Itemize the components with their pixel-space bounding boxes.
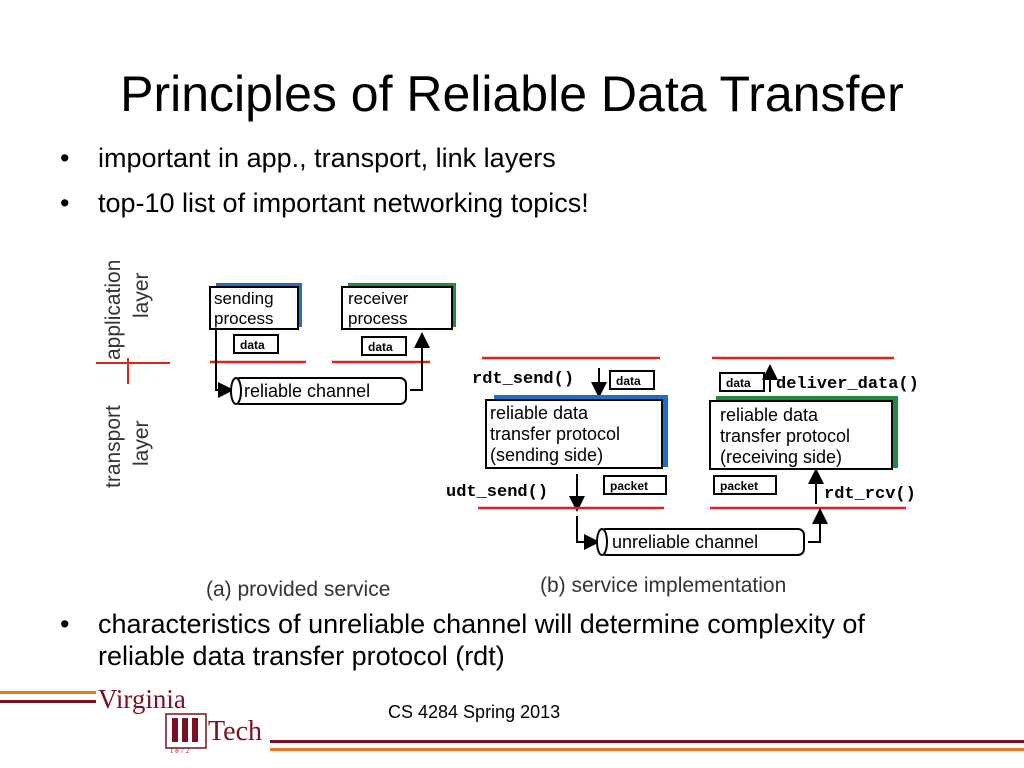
arrow-to-unreliable-channel bbox=[576, 516, 600, 550]
reliable-channel-pipe-end bbox=[230, 377, 242, 405]
data-tag-recv bbox=[719, 372, 765, 392]
bullet-text: characteristics of unreliable channel wi… bbox=[98, 609, 865, 671]
reliable-channel-label: reliable channel bbox=[244, 381, 370, 401]
data-tag-right-label: data bbox=[368, 340, 393, 354]
bullet-dot: • bbox=[60, 143, 70, 173]
logo-mark-bar bbox=[182, 718, 188, 742]
logo-word-virginia: Virginia bbox=[98, 684, 186, 714]
transport-layer-label-line2: layer bbox=[130, 420, 153, 466]
arrow-sending-down bbox=[215, 330, 234, 398]
arrow-receiver-up bbox=[410, 332, 430, 391]
bullet-dot: • bbox=[60, 188, 70, 218]
application-layer-label-line1: application bbox=[102, 260, 125, 360]
caption-a: (a) provided service bbox=[206, 578, 390, 601]
layer-labels: application layer transport layer bbox=[102, 260, 153, 488]
footer-course-label: CS 4284 Spring 2013 bbox=[388, 702, 561, 722]
panel-b: rdt_send() data data deliver_data() reli… bbox=[446, 356, 919, 597]
receiver-process-label-line2: process bbox=[348, 309, 408, 328]
top-bullet-list: • important in app., transport, link laye… bbox=[58, 142, 589, 232]
rdt-diagram: application layer transport layer sendin… bbox=[96, 260, 919, 601]
bullet-item: • characteristics of unreliable channel w… bbox=[58, 608, 938, 672]
logo-word-tech: Tech bbox=[208, 716, 262, 747]
sender-protocol-line2: transfer protocol bbox=[490, 424, 620, 444]
virginia-tech-logo: Virginia 1 8 7 2 Tech bbox=[98, 684, 262, 755]
data-tag-send-label: data bbox=[616, 374, 641, 388]
receiver-protocol-line3: (receiving side) bbox=[720, 447, 842, 467]
packet-tag-recv bbox=[713, 475, 777, 495]
receiver-protocol-box bbox=[709, 400, 893, 470]
packet-tag-send-label: packet bbox=[610, 479, 648, 493]
logo-mark-bar bbox=[172, 718, 178, 742]
receiver-process-box bbox=[341, 286, 453, 330]
caption-b: (b) service implementation bbox=[540, 574, 786, 597]
slide-title: Principles of Reliable Data Transfer bbox=[120, 66, 904, 122]
sending-process-label-line2: process bbox=[214, 309, 274, 328]
data-tag-recv-label: data bbox=[726, 376, 751, 390]
footer-rule-orange-right bbox=[270, 748, 1024, 751]
data-tag-send bbox=[609, 370, 655, 390]
receiver-protocol-line2: transfer protocol bbox=[720, 426, 850, 446]
rdt-rcv-label: rdt_rcv() bbox=[824, 485, 916, 504]
unreliable-channel-pipe-end bbox=[596, 528, 608, 556]
footer-rule-maroon-right bbox=[270, 740, 1024, 743]
data-tag-left-label: data bbox=[240, 338, 265, 352]
arrow-from-unreliable-channel bbox=[808, 508, 828, 543]
transport-layer-label-line1: transport bbox=[102, 405, 125, 488]
bullet-text: top-10 list of important networking topi… bbox=[98, 188, 589, 218]
unreliable-channel-label: unreliable channel bbox=[612, 532, 758, 552]
panel-a: sending process receiver process data da… bbox=[206, 283, 456, 601]
data-tag-left bbox=[233, 334, 279, 354]
logo-year: 1 8 7 2 bbox=[170, 747, 190, 755]
rdt-send-label: rdt_send() bbox=[472, 370, 574, 389]
data-tag-right bbox=[361, 336, 407, 356]
bullet-dot: • bbox=[60, 609, 70, 639]
sender-protocol-line3: (sending side) bbox=[490, 445, 603, 465]
application-layer-label-line2: layer bbox=[130, 272, 153, 318]
sender-protocol-box bbox=[485, 399, 663, 469]
receiver-protocol-line1: reliable data bbox=[720, 405, 819, 425]
sending-process-label-line1: sending bbox=[214, 289, 274, 308]
footer-rule-maroon-left bbox=[0, 700, 96, 703]
footer-rule-orange-left bbox=[0, 691, 96, 694]
sender-protocol-line1: reliable data bbox=[490, 403, 589, 423]
logo-mark-bar bbox=[192, 718, 198, 742]
sending-process-box bbox=[209, 286, 299, 330]
packet-tag-recv-label: packet bbox=[720, 479, 758, 493]
packet-tag-send bbox=[603, 475, 667, 495]
bullet-item: • important in app., transport, link laye… bbox=[58, 142, 589, 174]
bottom-bullet-list: • characteristics of unreliable channel w… bbox=[58, 608, 938, 672]
udt-send-label: udt_send() bbox=[446, 483, 548, 502]
bullet-item: • top-10 list of important networking top… bbox=[58, 187, 589, 219]
bullet-text: important in app., transport, link layer… bbox=[98, 143, 556, 173]
receiver-process-label-line1: receiver bbox=[348, 289, 409, 308]
deliver-data-label: deliver_data() bbox=[776, 375, 919, 394]
